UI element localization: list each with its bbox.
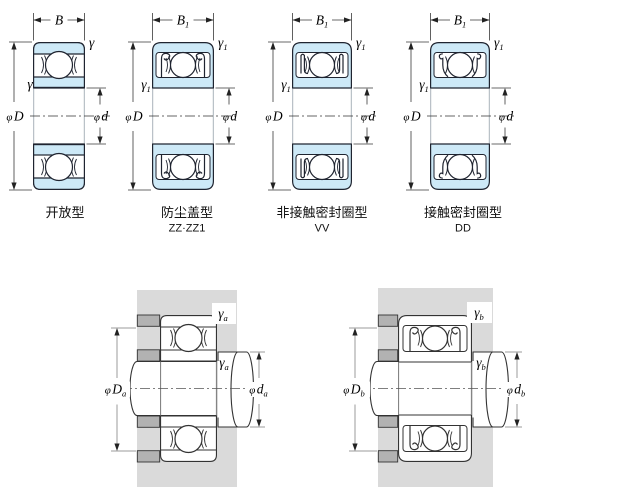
bearing-lower-half [159,415,218,463]
label-width: B [55,13,63,28]
bearing-upper-half [292,41,352,89]
label-chamfer-shaft: γb [476,355,486,372]
label-chamfer-top: γ1 [356,35,366,52]
bearing-upper-half [32,41,86,89]
label-width: B1 [316,13,329,30]
chamfer-callout-box [467,302,492,323]
caption-contact-seal: 接触密封圈型 [424,205,502,220]
bearing-lower-half [430,143,490,190]
label-chamfer-left: γ1 [141,77,151,94]
label-chamfer-housing: γb [474,305,484,322]
dimension-width: B1 [292,13,352,41]
bearing-lower-half [32,143,86,190]
bore-side-lines [33,88,85,144]
caption-contact-code: DD [455,223,471,235]
shoulder-blocks [136,314,161,463]
caption-shield-code: ZZ·ZZ1 [169,223,206,235]
label-chamfer-left: γ1 [281,77,291,94]
label-width: B1 [177,13,190,30]
caption-non-contact-seal: 非接触密封圈型 [276,205,367,220]
bearing-upper-half [397,314,473,363]
label-chamfer-left: γ1 [419,77,429,94]
bearing-lower-half [292,143,352,190]
bearing-upper-half [430,41,490,89]
label-chamfer-top: γ [89,35,95,50]
caption-open-type: 开放型 [45,205,84,220]
caption-shield-type: 防尘盖型 [161,205,213,220]
label-chamfer-shaft: γa [219,355,229,372]
shoulder-blocks [377,314,399,463]
label-chamfer-top: γ1 [494,35,504,52]
label-width: B1 [454,13,467,30]
label-chamfer-left: γ [27,77,33,92]
dimension-width: B1 [430,13,490,41]
label-chamfer-top: γ1 [218,35,228,52]
bearing-upper-half [152,41,214,89]
bearing-lower-half [152,143,214,190]
dimension-width: B [33,13,85,41]
caption-non-contact-code: VV [315,223,330,235]
bearing-upper-half [159,314,218,362]
dimension-width: B1 [152,13,214,41]
label-chamfer-housing: γa [218,306,228,323]
bearing-lower-half [397,414,473,463]
chamfer-callout-box [212,303,236,324]
